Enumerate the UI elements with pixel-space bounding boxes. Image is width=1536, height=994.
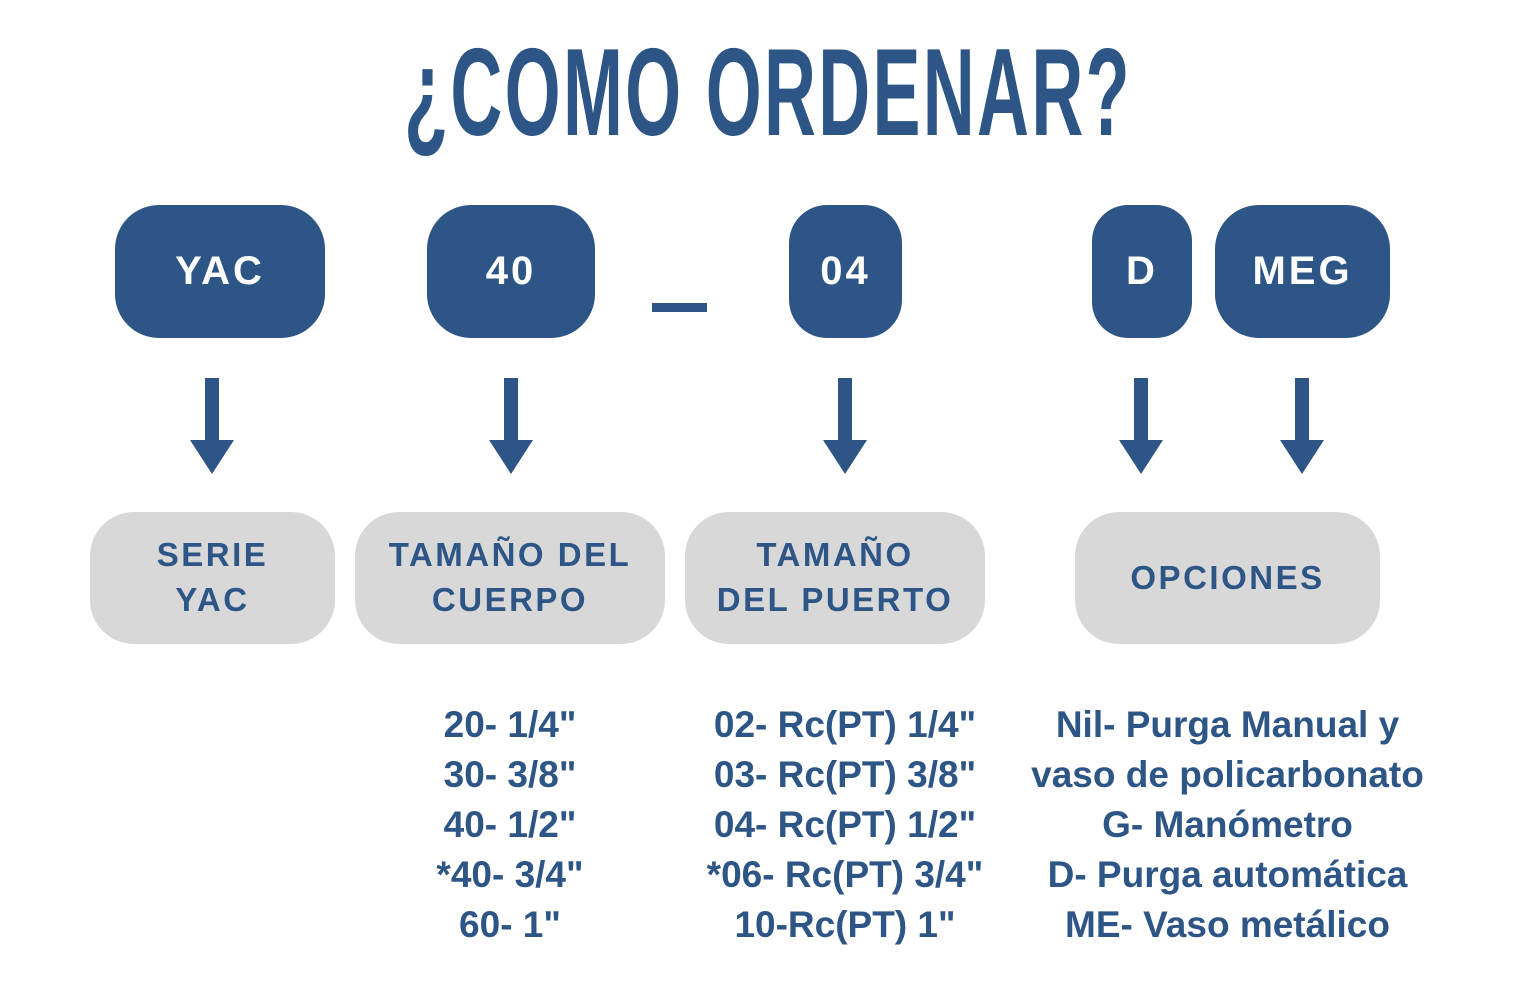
category-box-tamano-del-cuerpo: TAMAÑO DEL CUERPO <box>355 512 665 644</box>
category-box-tamano-del-puerto: TAMAÑO DEL PUERTO <box>685 512 985 644</box>
list-item: 03- Rc(PT) 3/8" <box>713 754 977 795</box>
list-item: 10-Rc(PT) 1" <box>734 904 956 945</box>
list-item: *40- 3/4" <box>436 854 584 895</box>
list-item: D- Purga automática <box>1047 854 1408 895</box>
port-size-list: 02- Rc(PT) 1/4" 03- Rc(PT) 3/8" 04- Rc(P… <box>660 700 1030 950</box>
category-label-line: TAMAÑO DEL <box>388 536 632 574</box>
page-title: ¿COMO ORDENAR? <box>404 24 1132 162</box>
code-box-body-size-label: 40 <box>485 249 537 293</box>
list-item: *06- Rc(PT) 3/4" <box>706 854 984 895</box>
code-box-option-meg: MEG <box>1215 205 1390 338</box>
code-box-port-size-label: 04 <box>820 249 871 293</box>
code-box-serie-label: YAC <box>175 249 265 293</box>
category-label-line: CUERPO <box>431 581 589 618</box>
category-label-line: SERIE <box>156 536 269 574</box>
code-box-option-d: D <box>1092 205 1192 338</box>
list-item: 40- 1/2" <box>443 804 577 845</box>
category-label-line: DEL PUERTO <box>716 581 954 618</box>
list-item: 02- Rc(PT) 1/4" <box>713 704 977 745</box>
category-label-line: OPCIONES <box>1130 558 1325 596</box>
down-arrow-icon <box>1118 378 1164 474</box>
list-item: 60- 1" <box>459 904 561 945</box>
code-box-port-size: 04 <box>789 205 902 338</box>
code-box-option-meg-label: MEG <box>1252 249 1353 293</box>
down-arrow-icon <box>488 378 534 474</box>
list-item: G- Manómetro <box>1102 804 1353 845</box>
category-box-serie-yac: SERIE YAC <box>90 512 335 644</box>
down-arrow-icon <box>822 378 868 474</box>
down-arrow-icon <box>189 378 235 474</box>
list-item: 04- Rc(PT) 1/2" <box>713 804 977 845</box>
category-box-opciones: OPCIONES <box>1075 512 1380 644</box>
category-label-line: TAMAÑO <box>756 536 914 574</box>
list-item: 20- 1/4" <box>443 704 577 745</box>
options-list: Nil- Purga Manual y vaso de policarbonat… <box>1000 700 1455 950</box>
category-label-line: YAC <box>175 581 250 618</box>
list-item: Nil- Purga Manual y <box>1055 704 1400 745</box>
body-size-list: 20- 1/4" 30- 3/8" 40- 1/2" *40- 3/4" 60-… <box>355 700 665 950</box>
code-box-serie: YAC <box>115 205 325 338</box>
list-item: vaso de policarbonato <box>1031 754 1424 795</box>
list-item: 30- 3/8" <box>443 754 577 795</box>
dash-icon <box>652 303 707 312</box>
list-item: ME- Vaso metálico <box>1065 904 1390 945</box>
code-box-body-size: 40 <box>427 205 595 338</box>
down-arrow-icon <box>1279 378 1325 474</box>
code-box-option-d-label: D <box>1126 249 1158 293</box>
